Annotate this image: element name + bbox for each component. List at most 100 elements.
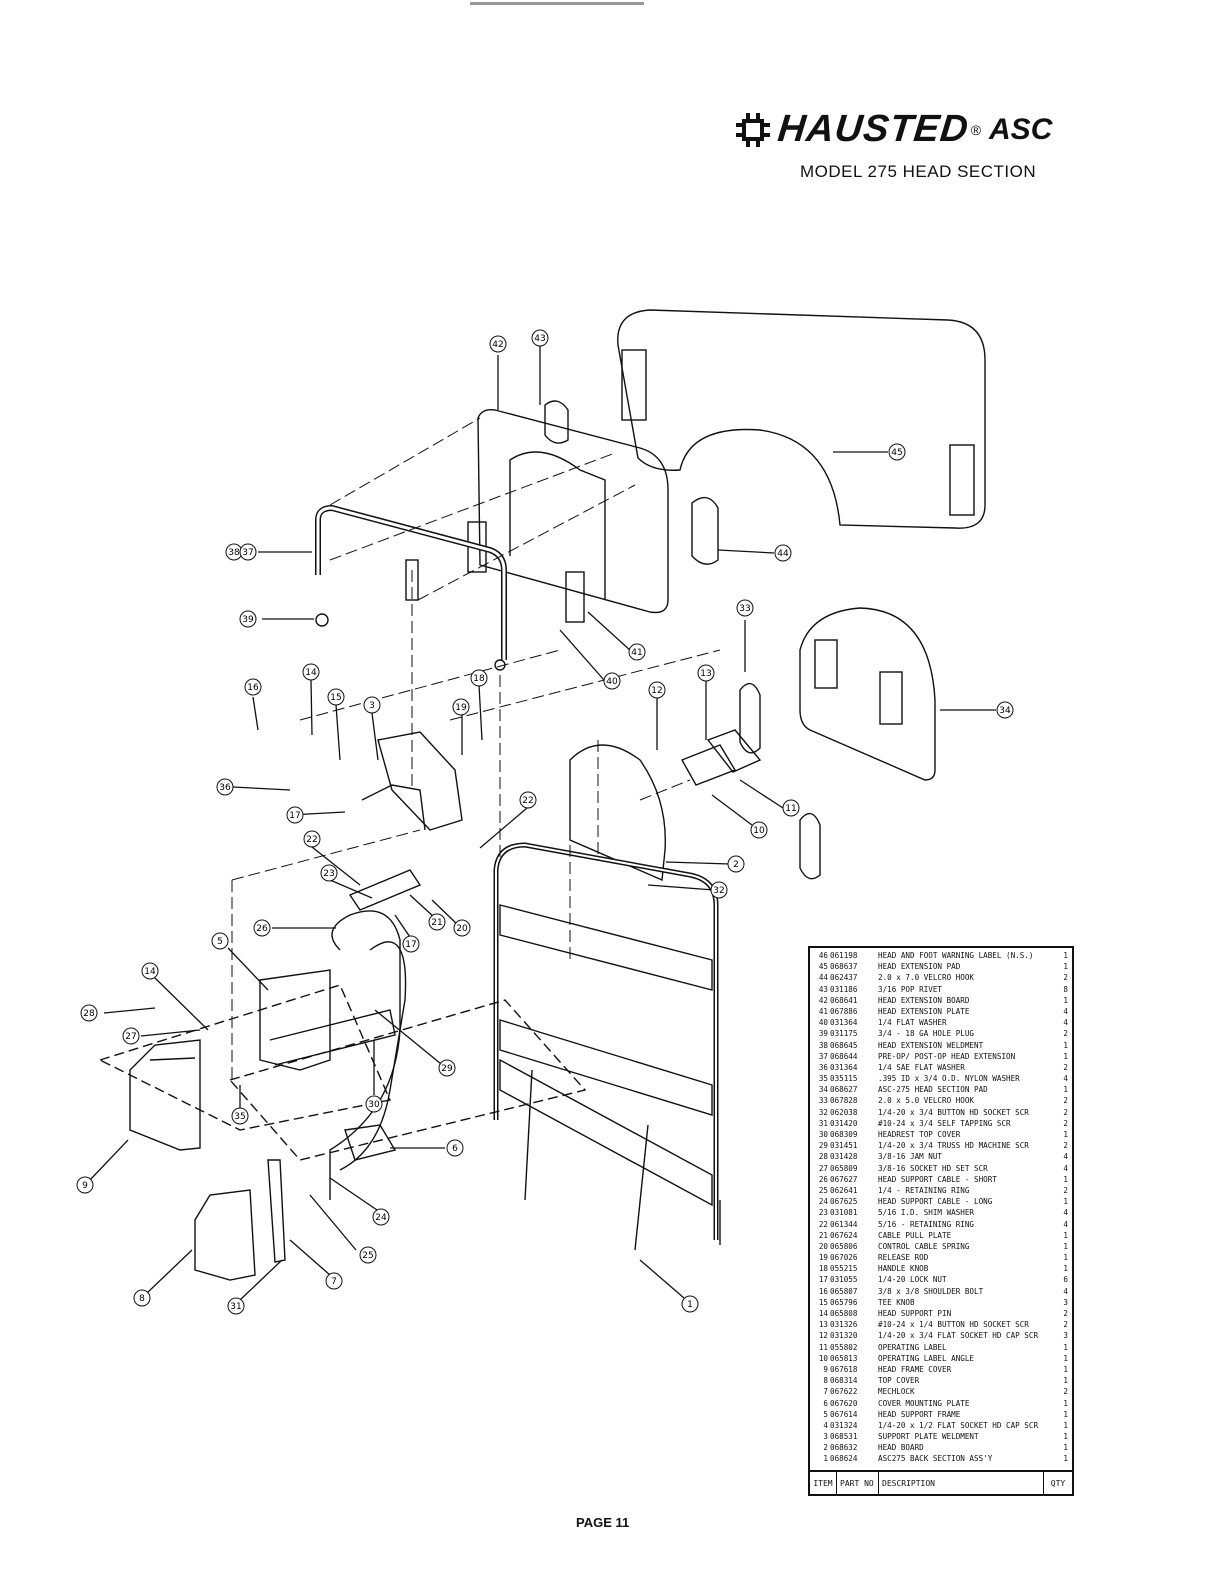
cell-qty: 4	[1063, 1006, 1068, 1016]
mechlock	[267, 1159, 286, 1263]
rivet-tab-43	[544, 400, 569, 444]
svg-text:18: 18	[473, 674, 485, 684]
cell-item: 18	[818, 1264, 828, 1274]
cell-qty: 1	[1063, 1085, 1068, 1095]
cell-item: 37	[818, 1051, 828, 1061]
cell-qty: 1	[1063, 1364, 1068, 1374]
callout-29: 29	[438, 1059, 456, 1077]
cell-qty: 1	[1063, 995, 1068, 1005]
registered-mark: ®	[970, 121, 982, 138]
cell-item: 36	[818, 1062, 828, 1072]
cell-item: 13	[818, 1320, 828, 1330]
back-section-rail-c	[499, 1058, 713, 1207]
cell-part: 031326	[830, 1320, 858, 1330]
cell-part: 065813	[830, 1353, 858, 1363]
cell-part: 031175	[830, 1029, 858, 1039]
callout-7: 7	[325, 1272, 343, 1290]
svg-text:39: 39	[242, 615, 254, 625]
cell-item: 19	[818, 1253, 828, 1263]
cell-desc: RELEASE ROD	[878, 1253, 929, 1263]
cell-qty: 3	[1063, 1297, 1068, 1307]
svg-text:16: 16	[247, 683, 259, 693]
svg-text:28: 28	[83, 1009, 95, 1019]
svg-text:38: 38	[228, 548, 240, 558]
cell-desc: TOP COVER	[878, 1376, 920, 1386]
svg-text:14: 14	[144, 967, 156, 977]
cell-desc: HEAD EXTENSION PLATE	[878, 1006, 970, 1016]
cell-item: 45	[818, 962, 828, 972]
cell-qty: 2	[1063, 1387, 1068, 1397]
callout-35: 35	[231, 1107, 249, 1125]
svg-text:44: 44	[777, 549, 789, 559]
cell-qty: 4	[1063, 1163, 1068, 1173]
callout-18: 18	[470, 669, 488, 687]
cell-qty: 2	[1063, 1118, 1068, 1128]
cell-qty: 1	[1063, 1342, 1068, 1352]
callout-25: 25	[359, 1246, 377, 1264]
cell-part: 068632	[830, 1443, 858, 1453]
callout-44: 44	[774, 544, 792, 562]
back-section-rail-a	[499, 904, 713, 991]
cell-item: 46	[818, 951, 828, 960]
cell-item: 14	[818, 1309, 828, 1318]
cell-desc: ASC275 BACK SECTION ASS'Y	[878, 1454, 993, 1464]
cell-qty: 1	[1063, 1241, 1068, 1251]
cell-part: 068309	[830, 1130, 858, 1139]
cell-item: 42	[818, 995, 828, 1005]
svg-text:45: 45	[891, 448, 902, 458]
cell-part: 067828	[830, 1096, 858, 1106]
cell-part: 067622	[830, 1387, 858, 1397]
cell-part: 067625	[830, 1197, 858, 1207]
cell-part: 068637	[830, 962, 858, 972]
callout-8: 8	[133, 1289, 151, 1307]
cell-qty: 2	[1063, 1320, 1068, 1330]
cell-qty: 4	[1063, 1074, 1068, 1084]
cell-desc: 1/4 - RETAINING RING	[878, 1185, 970, 1195]
cell-part: 031324	[830, 1420, 858, 1430]
cell-desc: CABLE PULL PLATE	[878, 1230, 952, 1240]
callout-30: 30	[365, 1095, 383, 1113]
cell-qty: 2	[1063, 1309, 1068, 1318]
back-section-frame	[493, 842, 719, 1240]
cell-item: 12	[818, 1331, 828, 1341]
cell-part: 065808	[830, 1309, 858, 1318]
cell-qty: 1	[1063, 1398, 1068, 1408]
callout-23: 23	[320, 864, 338, 882]
callout-14a: 14	[302, 663, 320, 681]
cell-part: 031081	[830, 1208, 858, 1218]
operating-label	[706, 729, 762, 773]
cell-desc: 1/4-20 x 3/4 FLAT SOCKET HD CAP SCR	[878, 1331, 1039, 1341]
cell-item: 39	[818, 1029, 828, 1039]
cell-qty: 4	[1063, 1208, 1068, 1218]
cell-qty: 1	[1063, 1409, 1068, 1419]
cell-desc: #10-24 x 1/4 BUTTON HD SOCKET SCR	[878, 1320, 1029, 1330]
callout-42: 42	[489, 335, 507, 353]
cell-desc: 1/4-20 x 3/4 BUTTON HD SOCKET SCR	[878, 1107, 1029, 1117]
callout-14b: 14	[141, 962, 159, 980]
cell-item: 26	[818, 1174, 828, 1184]
cell-desc: 3/8-16 SOCKET HD SET SCR	[878, 1163, 988, 1173]
cell-desc: OPERATING LABEL ANGLE	[878, 1353, 975, 1363]
cell-item: 16	[818, 1286, 828, 1296]
callout-32: 32	[710, 881, 728, 899]
cell-item: 32	[818, 1107, 828, 1117]
callout-36a: 36	[216, 778, 234, 796]
brand-header: HAUSTED ® ASC	[732, 108, 1052, 151]
svg-text:8: 8	[139, 1294, 145, 1304]
cell-desc: 1/4 SAE FLAT WASHER	[878, 1062, 965, 1072]
